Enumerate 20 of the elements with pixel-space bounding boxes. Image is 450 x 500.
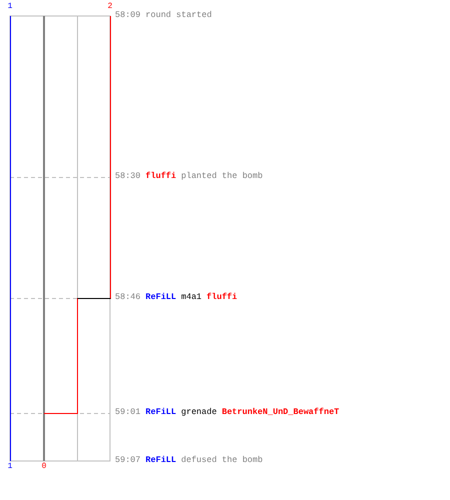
player-name: ReFiLL xyxy=(146,456,176,464)
axis-number: 1 xyxy=(8,3,12,11)
event-text: planted the bomb xyxy=(181,172,263,180)
weapon-name: m4a1 xyxy=(181,293,202,302)
timestamp: 59:01 xyxy=(115,408,141,416)
axis-number: 0 xyxy=(42,463,46,471)
timestamp: 58:09 xyxy=(115,11,141,20)
timestamp: 58:46 xyxy=(115,293,141,302)
axis-number: 2 xyxy=(108,3,112,11)
timestamp: 59:07 xyxy=(115,456,141,464)
player-name: ReFiLL xyxy=(146,408,176,416)
event-text: defused the bomb xyxy=(181,456,263,464)
player-name: BetrunkeN_UnD_BewaffneT xyxy=(222,408,340,416)
weapon-name: grenade xyxy=(181,408,217,416)
timestamp: 58:30 xyxy=(115,172,141,180)
player-name: fluffi xyxy=(146,172,176,180)
player-name: ReFiLL xyxy=(146,293,176,302)
axis-number: 1 xyxy=(8,463,12,471)
player-name: fluffi xyxy=(206,293,238,302)
event-text: round started xyxy=(146,11,212,20)
